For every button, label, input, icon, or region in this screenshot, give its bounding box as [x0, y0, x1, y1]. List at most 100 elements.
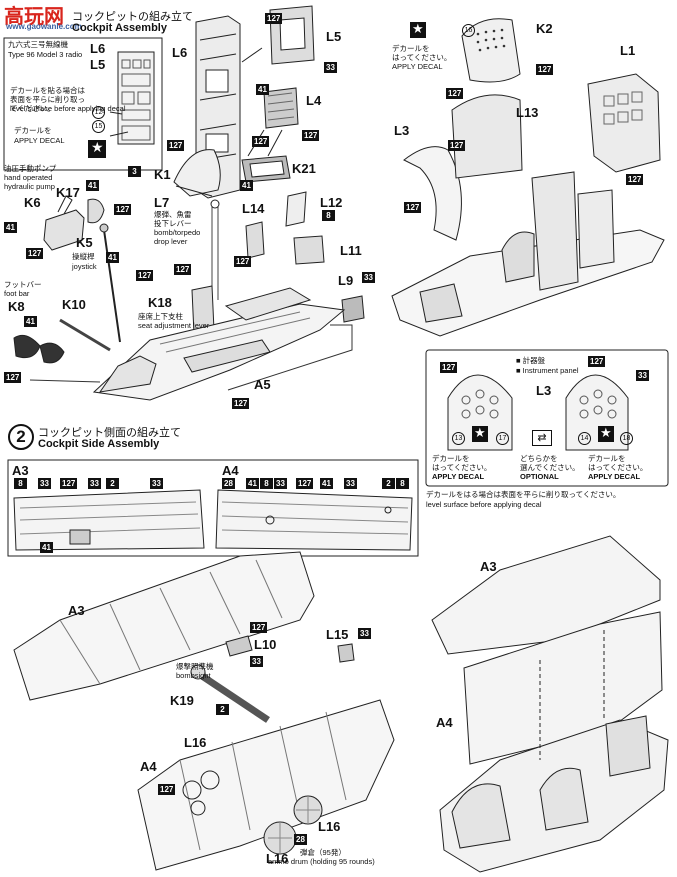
code-badge: 127 — [174, 264, 192, 275]
star-decal-icon: ★ — [598, 425, 614, 442]
decal-number-13: 13 — [452, 432, 465, 445]
part-l16: L16 — [266, 851, 289, 866]
code-badge: 41 — [4, 222, 17, 233]
decal-number-16: 16 — [462, 24, 475, 37]
part-l10: L10 — [254, 637, 277, 652]
code-badge: 2 — [106, 478, 119, 489]
code-badge: 127 — [234, 256, 252, 267]
code-badge: 41 — [40, 542, 53, 553]
part-k6: K6 — [24, 195, 41, 210]
part-k18: K18 — [148, 295, 172, 310]
code-badge: 33 — [250, 656, 263, 667]
step1-title-en: Cockpit Assembly — [72, 22, 167, 34]
instrument-right-jp2: はってください。 — [588, 463, 648, 472]
radio-title-jp: 九六式三号無線機 — [8, 40, 68, 49]
step1-title-jp: コックピットの組み立て — [72, 11, 193, 23]
part-l4: L4 — [306, 93, 322, 108]
code-badge: 127 — [4, 372, 22, 383]
code-badge: 127 — [250, 622, 268, 633]
instrument-left-jp2: はってください。 — [432, 463, 492, 472]
part-l13: L13 — [516, 105, 539, 120]
code-badge: 127 — [60, 478, 78, 489]
code-badge: 8 — [260, 478, 273, 489]
instrument-l3-label: L3 — [536, 383, 552, 398]
instrument-right-en: APPLY DECAL — [588, 472, 641, 481]
instrument-left-en: APPLY DECAL — [432, 472, 485, 481]
part-l14: L14 — [242, 201, 265, 216]
code-badge: 33 — [362, 272, 375, 283]
part-k19: K19 — [170, 693, 194, 708]
code-badge: 127 — [404, 202, 422, 213]
k2-decal-jp1: デカールを — [392, 44, 430, 53]
part-l15: L15 — [326, 627, 349, 642]
decal-number-18: 18 — [620, 432, 633, 445]
part-l16: L16 — [184, 735, 207, 750]
decal-number-14: 14 — [578, 432, 591, 445]
joystick-caption-en: joystick — [72, 262, 97, 271]
code-badge: 41 — [256, 84, 269, 95]
code-badge: 127 — [158, 784, 176, 795]
part-k17: K17 — [56, 185, 80, 200]
part-k10: K10 — [62, 297, 86, 312]
part-l6: L6 — [172, 45, 188, 60]
code-badge: 8 — [14, 478, 27, 489]
decal-number-12: 12 — [92, 106, 105, 119]
seat-caption-en: seat adjustment lever — [138, 321, 210, 330]
code-badge: 41 — [106, 252, 119, 263]
code-badge: 41 — [86, 180, 99, 191]
bomb-caption-en1: bomb/torpedo — [154, 228, 201, 237]
radio-apply-jp: デカールを — [14, 126, 52, 135]
code-badge: 33 — [324, 62, 337, 73]
instrument-right-jp1: デカールを — [588, 454, 626, 463]
code-badge: 41 — [246, 478, 259, 489]
ammo-caption-jp: 弾倉（95発） — [300, 848, 346, 857]
instrument-mid-jp1: どちらかを — [520, 454, 558, 463]
footbar-caption-en: foot bar — [4, 289, 30, 298]
code-badge: 127 — [440, 362, 458, 373]
code-badge: 28 — [222, 478, 235, 489]
code-badge: 33 — [150, 478, 163, 489]
k2-decal-en: APPLY DECAL — [392, 62, 443, 71]
code-badge: 41 — [24, 316, 37, 327]
code-badge: 127 — [136, 270, 154, 281]
radio-title-en: Type 96 Model 3 radio — [8, 50, 83, 59]
instrument-note-jp: デカールをはる場合は表面を平らに削り取ってください。 — [426, 490, 621, 499]
code-badge: 33 — [358, 628, 371, 639]
part-k21: K21 — [292, 161, 316, 176]
footbar-caption-jp: フットバー — [4, 280, 42, 289]
instrument-mid-jp2: 選んでください。 — [520, 463, 580, 472]
part-l12: L12 — [320, 195, 343, 210]
star-decal-icon: ★ — [472, 425, 488, 442]
instrument-note-en: level surface before applying decal — [426, 500, 542, 509]
strip-a3-label: A3 — [12, 463, 29, 478]
code-badge: 127 — [588, 356, 606, 367]
code-badge: 28 — [294, 834, 307, 845]
code-badge: 8 — [322, 210, 335, 221]
code-badge: 8 — [396, 478, 409, 489]
code-badge: 33 — [88, 478, 101, 489]
bomb-caption-jp1: 爆弾、魚雷 — [154, 210, 192, 219]
part-l3: L3 — [394, 123, 410, 138]
part-l7: L7 — [154, 195, 170, 210]
step2-title-en: Cockpit Side Assembly — [38, 438, 160, 450]
code-badge: 127 — [448, 140, 466, 151]
code-badge: 41 — [320, 478, 333, 489]
right-a3-label: A3 — [480, 559, 497, 574]
code-badge: 127 — [114, 204, 132, 215]
code-badge: 33 — [344, 478, 357, 489]
part-l9: L9 — [338, 273, 354, 288]
part-k5: K5 — [76, 235, 93, 250]
watermark-url: www.gaowanle.com — [6, 22, 82, 31]
code-badge: 127 — [296, 478, 314, 489]
instrument-legend-jp: ■ 計器盤 — [516, 356, 546, 365]
pump-caption-en1: hand operated — [4, 173, 53, 182]
code-badge: 127 — [536, 64, 554, 75]
radio-l5-label: L5 — [90, 57, 106, 72]
decal-number-15: 15 — [92, 120, 105, 133]
bombsight-caption-jp: 爆撃照準機 — [176, 662, 214, 671]
instrument-left-jp1: デカールを — [432, 454, 470, 463]
code-badge: 33 — [274, 478, 287, 489]
code-badge: 127 — [232, 398, 250, 409]
optional-arrows-icon: ⇄ — [532, 430, 552, 446]
